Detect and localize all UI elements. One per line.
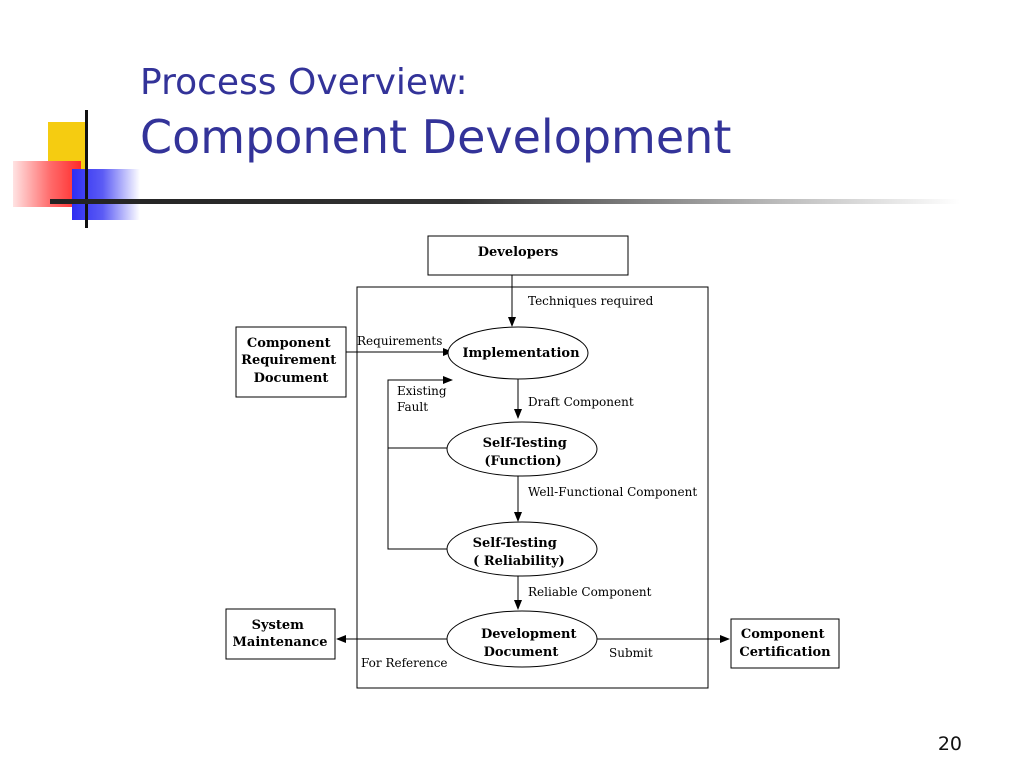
page-number: 20 xyxy=(937,733,962,755)
system-maintenance-label: System Maintenance xyxy=(233,618,328,650)
component-certification-label: Component Certification xyxy=(739,627,831,660)
for-reference-label: For Reference xyxy=(361,656,448,670)
self-testing-function-node xyxy=(446,421,598,477)
slide-title-line2: Component Development xyxy=(140,110,732,164)
requirement-document-box xyxy=(235,326,347,398)
decorative-vertical-line xyxy=(85,110,88,228)
decorative-blue-square xyxy=(72,169,140,220)
self-testing-reliability-label: Self-Testing ( Reliability) xyxy=(473,536,565,569)
submit-label: Submit xyxy=(609,646,653,660)
slide-title-line1: Process Overview: xyxy=(140,62,468,103)
draft-component-label: Draft Component xyxy=(528,395,634,409)
title-underline xyxy=(50,199,960,204)
techniques-required-label: Techniques required xyxy=(528,294,654,308)
system-maintenance-box xyxy=(225,608,336,660)
component-certification-box xyxy=(730,618,840,669)
development-document-label: Development Document xyxy=(481,627,581,660)
developers-box xyxy=(427,235,629,276)
well-functional-component-label: Well-Functional Component xyxy=(528,485,697,499)
self-testing-function-label: Self-Testing (Function) xyxy=(483,436,572,469)
process-boundary xyxy=(356,286,709,689)
self-testing-reliability-node xyxy=(446,521,598,577)
developers-label: Developers xyxy=(478,245,559,260)
reliable-component-label: Reliable Component xyxy=(528,585,652,599)
fault-feedback-loop xyxy=(387,376,453,550)
existing-fault-label: Existing Fault xyxy=(397,384,450,414)
implementation-label: Implementation xyxy=(462,346,580,361)
requirements-label: Requirements xyxy=(357,334,442,348)
requirement-document-label: Component Requirement Document xyxy=(241,336,341,386)
